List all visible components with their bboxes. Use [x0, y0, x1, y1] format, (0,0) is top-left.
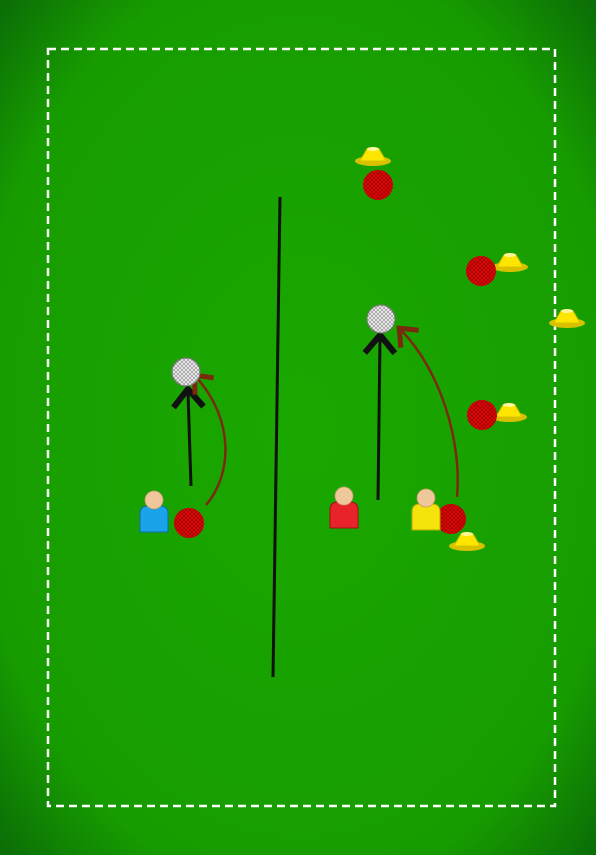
red-ball — [466, 256, 496, 286]
run-arrow-right — [378, 338, 380, 500]
red-ball — [174, 508, 204, 538]
red-ball — [363, 170, 393, 200]
white-ball — [172, 358, 200, 386]
white-ball — [367, 305, 395, 333]
red-ball — [467, 400, 497, 430]
